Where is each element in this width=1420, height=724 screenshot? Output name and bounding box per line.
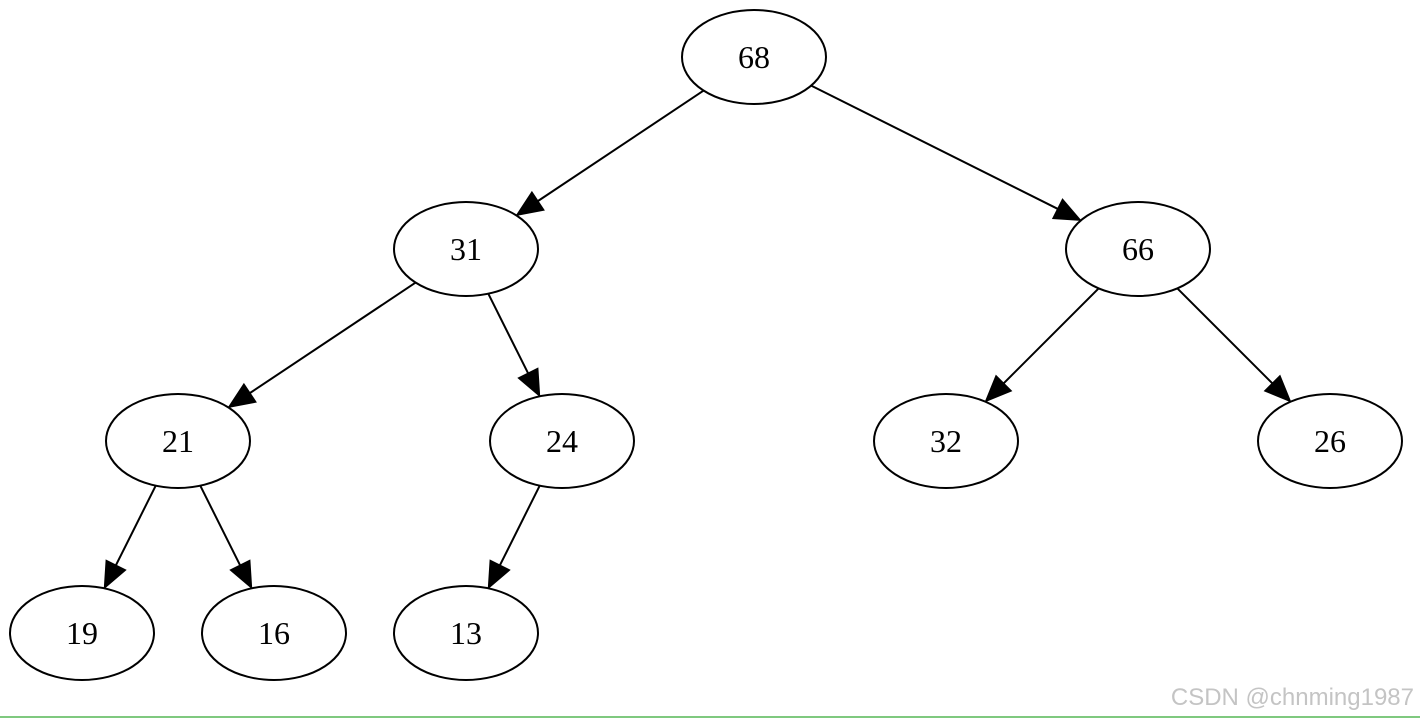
node-label: 16: [258, 615, 290, 651]
node-ellipse: [201, 585, 347, 681]
tree-node: 19: [9, 585, 155, 681]
edge-line: [537, 89, 705, 202]
node-label: 26: [1314, 423, 1346, 459]
node-label: 66: [1122, 231, 1154, 267]
node-ellipse: [873, 393, 1019, 489]
node-ellipse: [9, 585, 155, 681]
tree-node: 31: [393, 201, 539, 297]
edge-line: [499, 485, 541, 566]
node-label: 32: [930, 423, 962, 459]
tree-node: 16: [201, 585, 347, 681]
arrowhead-icon: [227, 382, 257, 409]
node-ellipse: [1065, 201, 1211, 297]
tree-edge: [103, 485, 157, 590]
nodes-layer: 68 31 66 21 24 32 26 19 16 13: [9, 9, 1403, 681]
arrowhead-icon: [984, 374, 1013, 403]
node-ellipse: [393, 585, 539, 681]
arrowhead-icon: [229, 559, 253, 590]
tree-node: 32: [873, 393, 1019, 489]
node-label: 24: [546, 423, 578, 459]
node-ellipse: [1257, 393, 1403, 489]
arrowhead-icon: [1263, 374, 1292, 403]
arrowhead-icon: [1051, 198, 1082, 221]
bottom-divider: [0, 716, 1420, 718]
edge-line: [199, 485, 241, 566]
node-label: 19: [66, 615, 98, 651]
arrowhead-icon: [515, 190, 545, 217]
tree-edge: [487, 293, 541, 398]
tree-node: 68: [681, 9, 827, 105]
tree-node: 26: [1257, 393, 1403, 489]
edge-line: [1176, 287, 1274, 385]
tree-edge: [487, 485, 541, 590]
tree-edge: [515, 89, 705, 217]
edge-line: [1002, 287, 1100, 385]
node-label: 68: [738, 39, 770, 75]
edge-line: [487, 293, 529, 374]
tree-edge: [227, 281, 417, 409]
tree-node: 66: [1065, 201, 1211, 297]
arrowhead-icon: [103, 559, 127, 590]
edge-line: [249, 281, 417, 394]
watermark-text: CSDN @chnming1987: [1170, 684, 1414, 711]
tree-node: 21: [105, 393, 251, 489]
node-ellipse: [393, 201, 539, 297]
tree-node: 13: [393, 585, 539, 681]
node-ellipse: [489, 393, 635, 489]
tree-node: 24: [489, 393, 635, 489]
edges-layer: [103, 84, 1292, 590]
edge-line: [115, 485, 157, 566]
node-label: 13: [450, 615, 482, 651]
edge-line: [810, 84, 1059, 210]
tree-edge: [810, 84, 1082, 221]
node-ellipse: [681, 9, 827, 105]
tree-edge: [1176, 287, 1292, 403]
node-ellipse: [105, 393, 251, 489]
node-label: 31: [450, 231, 482, 267]
arrowhead-icon: [487, 559, 511, 590]
tree-edge: [199, 485, 253, 590]
arrowhead-icon: [517, 367, 541, 398]
tree-edge: [984, 287, 1100, 403]
node-label: 21: [162, 423, 194, 459]
